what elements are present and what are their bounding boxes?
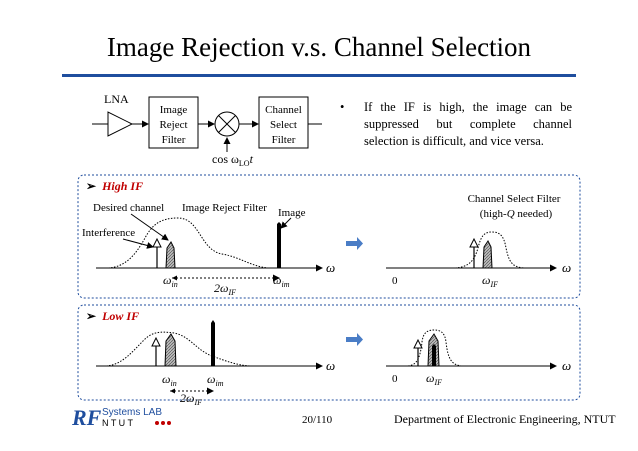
title-underline	[62, 74, 576, 77]
page-number: 20/110	[302, 414, 333, 426]
low-if-omega-axis-label-right: ω	[562, 358, 571, 373]
omega-in-label: ωin	[163, 273, 178, 289]
svg-text:Systems LAB: Systems LAB	[102, 407, 162, 418]
block-diagram: LNA Image Reject Filter cos ωLOt Channel…	[92, 92, 322, 168]
low-if-two-omega-if-label: 2ωIF	[180, 391, 202, 407]
low-if-desired-signal	[164, 333, 177, 367]
low-if-conversion-arrow	[346, 333, 363, 346]
low-if-image-residual	[432, 344, 436, 366]
interference-label: Interference	[82, 227, 135, 239]
zero-label: 0	[392, 275, 398, 287]
irf-response-curve	[107, 217, 269, 269]
channel-select-filter-label: Channel Select Filter	[468, 193, 561, 205]
irf-line-2: Reject	[159, 119, 187, 131]
high-q-label: (high-Q needed)	[480, 208, 553, 220]
desired-channel-label: Desired channel	[93, 202, 164, 214]
image-reject-filter-label: Image Reject Filter	[182, 202, 267, 214]
low-if-omega-im-label: ωim	[207, 372, 224, 388]
high-if-panel	[77, 174, 581, 299]
channel-select-filter-box	[258, 96, 309, 149]
if-channel-signal	[482, 240, 493, 269]
desired-channel-signal	[165, 241, 176, 269]
two-omega-if-label: 2ωIF	[214, 281, 236, 297]
irf-line-1: Image	[160, 104, 188, 116]
high-if-conversion-arrow	[346, 237, 363, 250]
omega-if-label: ωIF	[482, 273, 498, 289]
image-signal	[277, 222, 281, 268]
slide-title: Image Rejection v.s. Channel Selection	[106, 32, 532, 62]
svg-text:N T U T: N T U T	[102, 418, 134, 428]
csf-line-3: Filter	[272, 134, 296, 146]
low-if-zero-label: 0	[392, 373, 398, 385]
arrow-bullet-icon-2: ➢	[86, 309, 97, 323]
high-if-heading: ➢High IF	[86, 179, 143, 193]
lo-label: cos ωLOt	[212, 152, 254, 168]
low-if-omega-if-label: ωIF	[426, 371, 442, 387]
interference-arrowhead	[152, 237, 162, 248]
image-pointer	[280, 217, 292, 229]
low-if-image-signal	[211, 320, 215, 366]
low-if-panel	[77, 304, 581, 401]
low-if-omega-in-label: ωin	[162, 372, 177, 388]
low-if-output-interference-arrowhead	[413, 338, 423, 349]
if-interference-arrowhead	[469, 237, 479, 248]
low-if-interference-arrowhead	[151, 336, 161, 347]
omega-axis-label-right: ω	[562, 260, 571, 275]
department-footer: Department of Electronic Engineering, NT…	[394, 412, 616, 426]
omega-im-label: ωim	[273, 273, 290, 289]
rf-systems-lab-logo: RF Systems LAB N T U T	[72, 405, 171, 430]
bullet-text: If the IF is high, the image can be supp…	[364, 100, 572, 148]
csf-line-1: Channel	[265, 104, 302, 116]
irf-line-3: Filter	[162, 134, 186, 146]
omega-axis-label: ω	[326, 260, 335, 275]
image-reject-filter-box	[148, 96, 199, 149]
bullet-dot-icon: •	[340, 100, 345, 114]
low-if-irf-curve	[105, 331, 251, 367]
interference-pointer	[122, 238, 154, 249]
low-if-csf-curve	[407, 329, 463, 367]
low-if-omega-axis-label: ω	[326, 358, 335, 373]
image-label: Image	[278, 207, 306, 219]
arrow-bullet-icon: ➢	[86, 179, 97, 193]
lna-triangle	[107, 111, 134, 137]
low-if-heading: ➢Low IF	[86, 309, 139, 323]
desired-pointer	[130, 213, 169, 241]
svg-text:RF: RF	[72, 405, 102, 430]
lna-label: LNA	[104, 92, 129, 106]
bullet-point: • If the IF is high, the image can be su…	[340, 99, 572, 150]
csf-line-2: Select	[270, 119, 297, 131]
